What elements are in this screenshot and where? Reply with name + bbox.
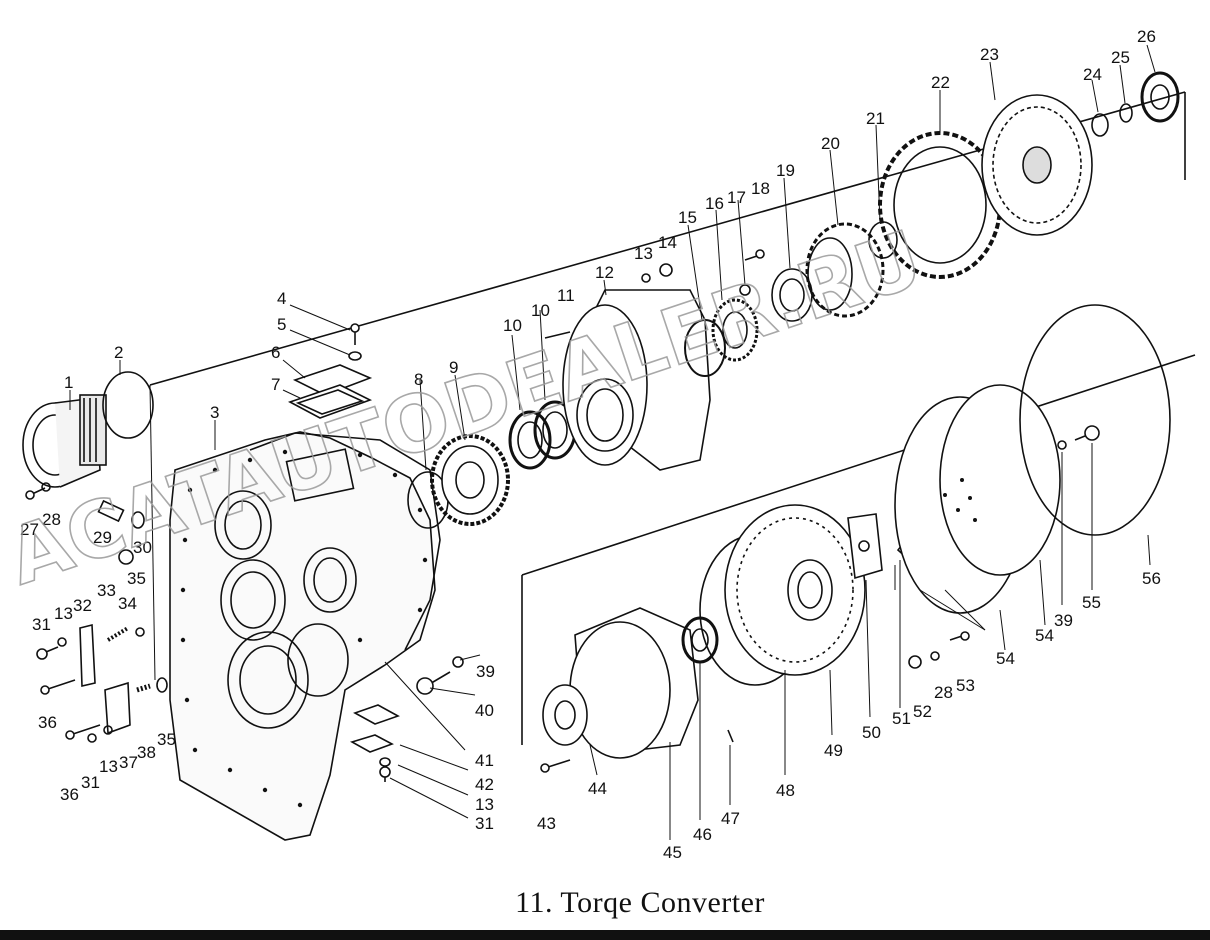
flange-part — [22, 394, 107, 488]
callout-48: 48 — [776, 781, 795, 800]
callout-54b: 54 — [1035, 626, 1054, 645]
flex-plate-rear — [939, 384, 1061, 576]
callout-13-lower: 13 — [99, 757, 118, 776]
callout-56: 56 — [1142, 569, 1161, 588]
callout-23: 23 — [980, 45, 999, 64]
callout-33: 33 — [97, 581, 116, 600]
callout-22: 22 — [931, 73, 950, 92]
callout-46: 46 — [693, 825, 712, 844]
callout-5: 5 — [277, 315, 286, 334]
o-ring — [102, 371, 154, 439]
callout-45: 45 — [663, 843, 682, 862]
callout-9: 9 — [449, 358, 458, 377]
callout-13-right: 13 — [475, 795, 494, 814]
figure-caption: 11. Torqe Converter — [515, 886, 765, 919]
callout-14: 14 — [658, 233, 677, 252]
callout-27: 27 — [20, 520, 39, 539]
callout-40: 40 — [475, 701, 494, 720]
callout-50: 50 — [862, 723, 881, 742]
callout-13-left: 13 — [54, 604, 73, 623]
callout-12: 12 — [595, 263, 614, 282]
callout-10b: 10 — [531, 301, 550, 320]
callout-8: 8 — [414, 370, 423, 389]
callout-11: 11 — [557, 286, 575, 305]
callout-3: 3 — [210, 403, 219, 422]
callout-47: 47 — [721, 809, 740, 828]
callout-26: 26 — [1137, 27, 1156, 46]
callout-37: 37 — [119, 753, 138, 772]
callout-41: 41 — [475, 751, 494, 770]
bottom-border — [0, 930, 1210, 940]
callout-49: 49 — [824, 741, 843, 760]
callout-35b: 35 — [157, 730, 176, 749]
callout-29: 29 — [93, 528, 112, 547]
callout-19: 19 — [776, 161, 795, 180]
callout-55: 55 — [1082, 593, 1101, 612]
callout-2: 2 — [114, 343, 123, 362]
callout-53: 53 — [956, 676, 975, 695]
converter-housing — [542, 607, 699, 759]
callout-4: 4 — [277, 289, 286, 308]
callout-42: 42 — [475, 775, 494, 794]
callout-10a: 10 — [503, 316, 522, 335]
callout-21: 21 — [866, 109, 885, 128]
callout-52: 52 — [913, 702, 932, 721]
callout-30: 30 — [133, 538, 152, 557]
pump-housing — [562, 289, 711, 471]
callout-28: 28 — [42, 510, 61, 529]
callout-7: 7 — [271, 375, 280, 394]
callout-25: 25 — [1111, 48, 1130, 67]
callout-28-right: 28 — [934, 683, 953, 702]
callout-51: 51 — [892, 709, 911, 728]
callout-39-right: 39 — [1054, 611, 1073, 630]
gear — [430, 434, 510, 526]
front-cover — [724, 504, 866, 676]
callout-38: 38 — [137, 743, 156, 762]
callout-54a: 54 — [996, 649, 1015, 668]
callout-13: 13 — [634, 244, 653, 263]
callout-18: 18 — [751, 179, 770, 198]
callout-44: 44 — [588, 779, 607, 798]
transmission-housing — [169, 431, 441, 841]
callout-1: 1 — [64, 373, 73, 392]
callout-16: 16 — [705, 194, 724, 213]
callout-15: 15 — [678, 208, 697, 227]
callout-31-right: 31 — [475, 814, 494, 833]
callout-17: 17 — [727, 188, 746, 207]
callout-32: 32 — [73, 596, 92, 615]
callout-34: 34 — [118, 594, 137, 613]
callout-39: 39 — [476, 662, 495, 681]
callout-31: 31 — [32, 615, 51, 634]
callout-6: 6 — [271, 343, 280, 362]
callout-20: 20 — [821, 134, 840, 153]
callout-36-bottom: 36 — [60, 785, 79, 804]
callout-36: 36 — [38, 713, 57, 732]
callout-24: 24 — [1083, 65, 1102, 84]
callout-35a: 35 — [127, 569, 146, 588]
callout-43: 43 — [537, 814, 556, 833]
callout-31-bottom: 31 — [81, 773, 100, 792]
ring-gear-plate — [1019, 304, 1171, 536]
